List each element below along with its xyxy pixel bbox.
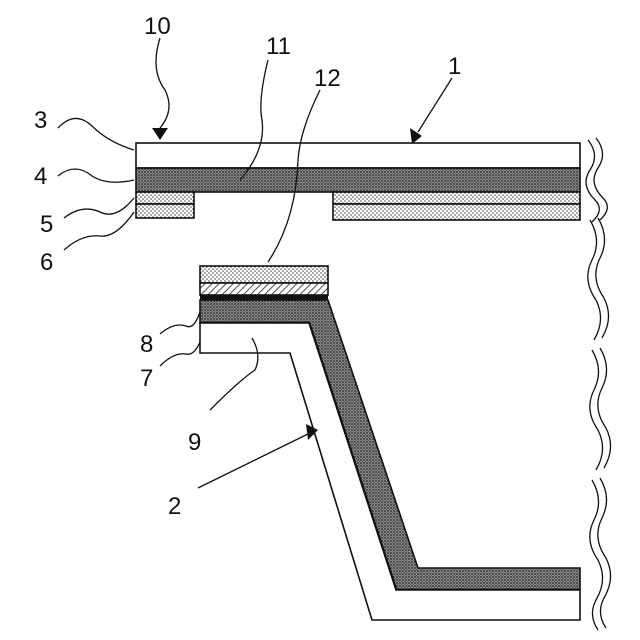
leader-1	[418, 78, 452, 132]
layer-3-base-sheet	[136, 143, 580, 168]
lower-member	[200, 266, 580, 620]
label-12: 12	[314, 65, 341, 92]
leader-3	[58, 118, 134, 150]
leader-7	[160, 342, 200, 366]
leader-10	[156, 38, 169, 128]
leader-2	[198, 432, 312, 488]
label-8: 8	[140, 331, 153, 358]
layer-12-top-sheet	[200, 266, 328, 283]
layer-4-adhesive	[136, 168, 580, 192]
label-11: 11	[266, 33, 291, 60]
leader-8	[160, 312, 200, 334]
layer-6-right-segment	[333, 204, 580, 220]
leader-4	[58, 169, 134, 182]
leader-5	[64, 198, 134, 218]
break-marks	[586, 138, 611, 630]
label-10: 10	[144, 13, 171, 40]
hatched-layer	[200, 283, 328, 295]
label-4: 4	[34, 163, 47, 190]
label-5: 5	[40, 211, 53, 238]
arrowhead-10	[152, 128, 168, 140]
arrowhead-1	[410, 128, 422, 144]
leader-6	[64, 212, 134, 250]
layer-5-left-segment	[136, 192, 194, 204]
label-1: 1	[448, 53, 461, 80]
label-3: 3	[34, 107, 47, 134]
label-6: 6	[40, 249, 53, 276]
label-2: 2	[168, 493, 181, 520]
label-9: 9	[188, 429, 201, 456]
leader-lines	[58, 38, 452, 488]
upper-member	[136, 143, 580, 220]
layer-6-left-segment	[136, 204, 194, 218]
label-7: 7	[140, 365, 153, 392]
layer-5-right-segment	[333, 192, 580, 204]
